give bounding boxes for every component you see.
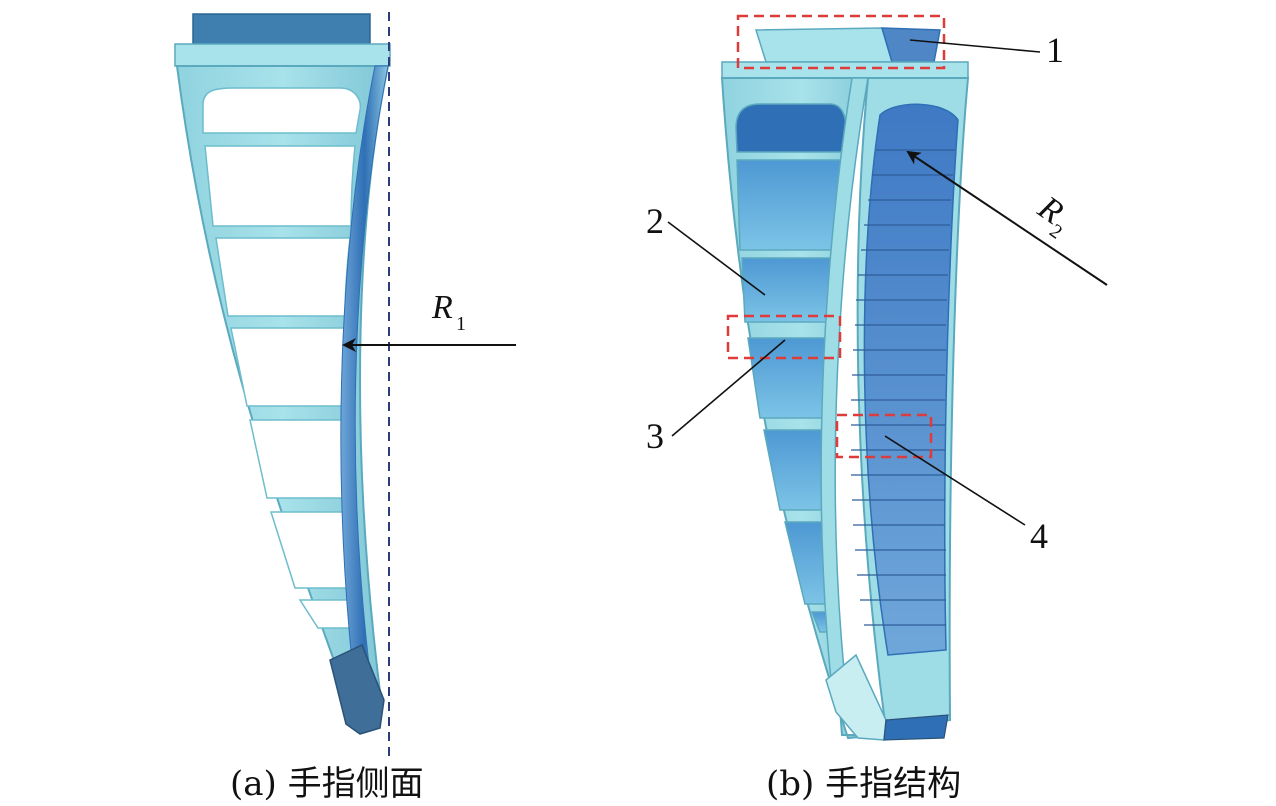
leader-lines [667,39,1041,526]
finger-b-top-flange [721,61,969,79]
finger-a-base-plate [192,13,371,45]
caption-a: (a) 手指侧面 [230,764,424,804]
r2-arrow [906,150,1108,286]
label-2: 2 [646,201,664,241]
leader-4 [884,435,1026,526]
leader-1 [909,39,1041,53]
label-3: 3 [646,416,664,456]
finger-b-tip-right [883,714,949,741]
r1-subscript: 1 [456,313,466,335]
highlight-box-1 [736,14,946,70]
finger-a-windows [202,87,362,629]
finger-b-mount-block [754,27,894,63]
leader-3 [671,339,786,437]
finger-b-mount-block-dark [880,27,941,63]
label-1: 1 [1046,30,1064,70]
highlight-boxes [726,14,946,459]
highlight-box-3 [726,314,842,360]
label-4: 4 [1030,516,1048,556]
r1-label: R [431,289,453,326]
panel-a: R 1 (a) 手指侧面 [174,12,516,804]
leader-2 [667,221,766,296]
panel-b: 1 2 3 4 R 2 (b) 手指结构 [646,14,1108,804]
highlight-box-4 [835,413,933,459]
caption-b: (b) 手指结构 [766,764,961,804]
finger-a-top-flange [174,43,391,67]
finger-b-contact-surface [863,103,959,656]
finger-b-ribs [851,149,955,626]
finger-a-tip [329,643,385,735]
